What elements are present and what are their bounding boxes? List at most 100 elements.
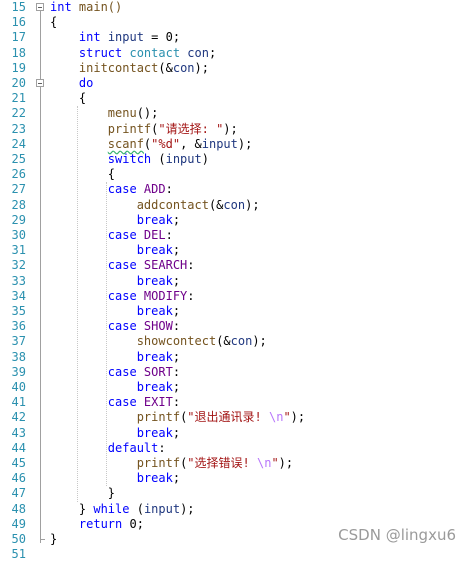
code-token: ); — [194, 60, 209, 75]
code-line: scanf("%d", &input); — [50, 136, 253, 152]
line-number: 48 — [11, 501, 26, 516]
code-token: \n — [268, 410, 284, 425]
code-line: } — [50, 532, 57, 547]
code-token: int — [50, 0, 79, 14]
indent-guide — [105, 182, 107, 487]
code-token — [50, 350, 137, 364]
code-token: case — [107, 182, 144, 197]
code-line: printf("选择错误! \n"); — [50, 456, 293, 471]
code-token — [50, 380, 137, 394]
line-number: 31 — [11, 243, 26, 258]
code-token: break — [136, 304, 173, 318]
line-number: 25 — [11, 152, 26, 166]
code-token — [50, 410, 137, 424]
fold-toggle-main[interactable] — [36, 3, 44, 11]
code-line: case ADD: — [50, 182, 173, 197]
code-token: ( — [143, 136, 152, 151]
code-token — [50, 46, 79, 60]
code-line: break; — [50, 213, 180, 228]
code-token: ); — [252, 334, 267, 349]
fold-line-main-tail — [40, 528, 41, 539]
code-token — [50, 61, 79, 75]
code-token: : — [172, 364, 181, 379]
code-line: case MODIFY: — [50, 289, 195, 304]
code-token: con — [172, 60, 195, 75]
code-token: : — [158, 440, 166, 455]
code-line: int main() — [50, 0, 122, 15]
code-line: case SORT: — [50, 365, 180, 380]
code-token: : — [172, 319, 181, 334]
code-token: case — [107, 395, 144, 410]
code-token: break — [136, 425, 173, 440]
code-token: ; — [172, 471, 181, 486]
code-token: "选择错误! — [187, 456, 257, 470]
line-number: 32 — [11, 258, 26, 273]
code-token: printf — [107, 121, 152, 136]
code-token — [50, 274, 137, 288]
code-token: break — [136, 243, 173, 258]
code-token: (& — [216, 334, 231, 349]
code-line: break; — [50, 380, 180, 395]
code-token — [50, 152, 108, 166]
code-line: case SHOW: — [50, 319, 180, 334]
code-token — [50, 304, 137, 318]
line-number: 47 — [11, 486, 26, 501]
code-token: : — [187, 258, 195, 273]
code-token — [50, 106, 108, 120]
watermark: CSDN @lingxu6 — [338, 526, 456, 544]
code-line: switch (input) — [50, 152, 209, 167]
code-token: ( — [180, 456, 188, 470]
code-line: default: — [50, 441, 166, 456]
code-token: ) — [201, 152, 209, 166]
code-line: break; — [50, 471, 180, 486]
code-token: ; — [208, 45, 217, 60]
line-number: 36 — [11, 319, 26, 334]
code-token — [50, 228, 108, 242]
code-token: "%d" — [151, 136, 181, 151]
code-token: printf — [136, 410, 181, 425]
code-token: ); — [223, 121, 238, 136]
code-token: } — [50, 501, 94, 516]
code-line: return 0; — [50, 517, 144, 532]
code-token: addcontact — [136, 197, 209, 212]
code-token: ( — [151, 152, 166, 166]
code-token: ( — [180, 410, 188, 425]
code-token: " — [283, 410, 291, 425]
code-line: do — [50, 76, 93, 91]
line-number: 37 — [11, 334, 26, 349]
code-token: case — [107, 258, 144, 273]
code-token: ( — [129, 501, 144, 516]
code-token: DEL — [143, 228, 166, 242]
code-token: 0; — [122, 516, 144, 531]
code-token: ); — [237, 136, 253, 151]
code-token: ; — [172, 425, 181, 440]
code-line: } while (input); — [50, 502, 195, 517]
line-number: 45 — [11, 456, 26, 470]
code-token: ; — [172, 380, 181, 394]
code-token — [50, 122, 108, 136]
code-token — [50, 319, 108, 333]
code-token: = 0; — [143, 30, 181, 45]
code-token: break — [136, 212, 173, 227]
code-token: do — [78, 76, 94, 90]
fold-toggle-do[interactable] — [36, 79, 44, 87]
code-line: case EXIT: — [50, 395, 180, 410]
code-token: ; — [172, 243, 181, 258]
code-token: input — [143, 501, 181, 516]
code-token — [50, 426, 137, 440]
code-token: SORT — [143, 364, 173, 379]
code-line: break; — [50, 243, 180, 258]
code-token: con — [230, 334, 253, 349]
code-line: break; — [50, 274, 180, 289]
code-token: ( — [151, 121, 159, 136]
line-number: 18 — [11, 45, 26, 60]
code-token: break — [136, 380, 173, 394]
line-number: 44 — [11, 440, 26, 455]
code-token: input — [165, 152, 202, 166]
code-line: case SEARCH: — [50, 258, 195, 273]
code-line: { — [50, 91, 86, 106]
line-number: 42 — [11, 410, 26, 425]
code-token — [50, 334, 137, 348]
line-number: 30 — [11, 228, 26, 242]
